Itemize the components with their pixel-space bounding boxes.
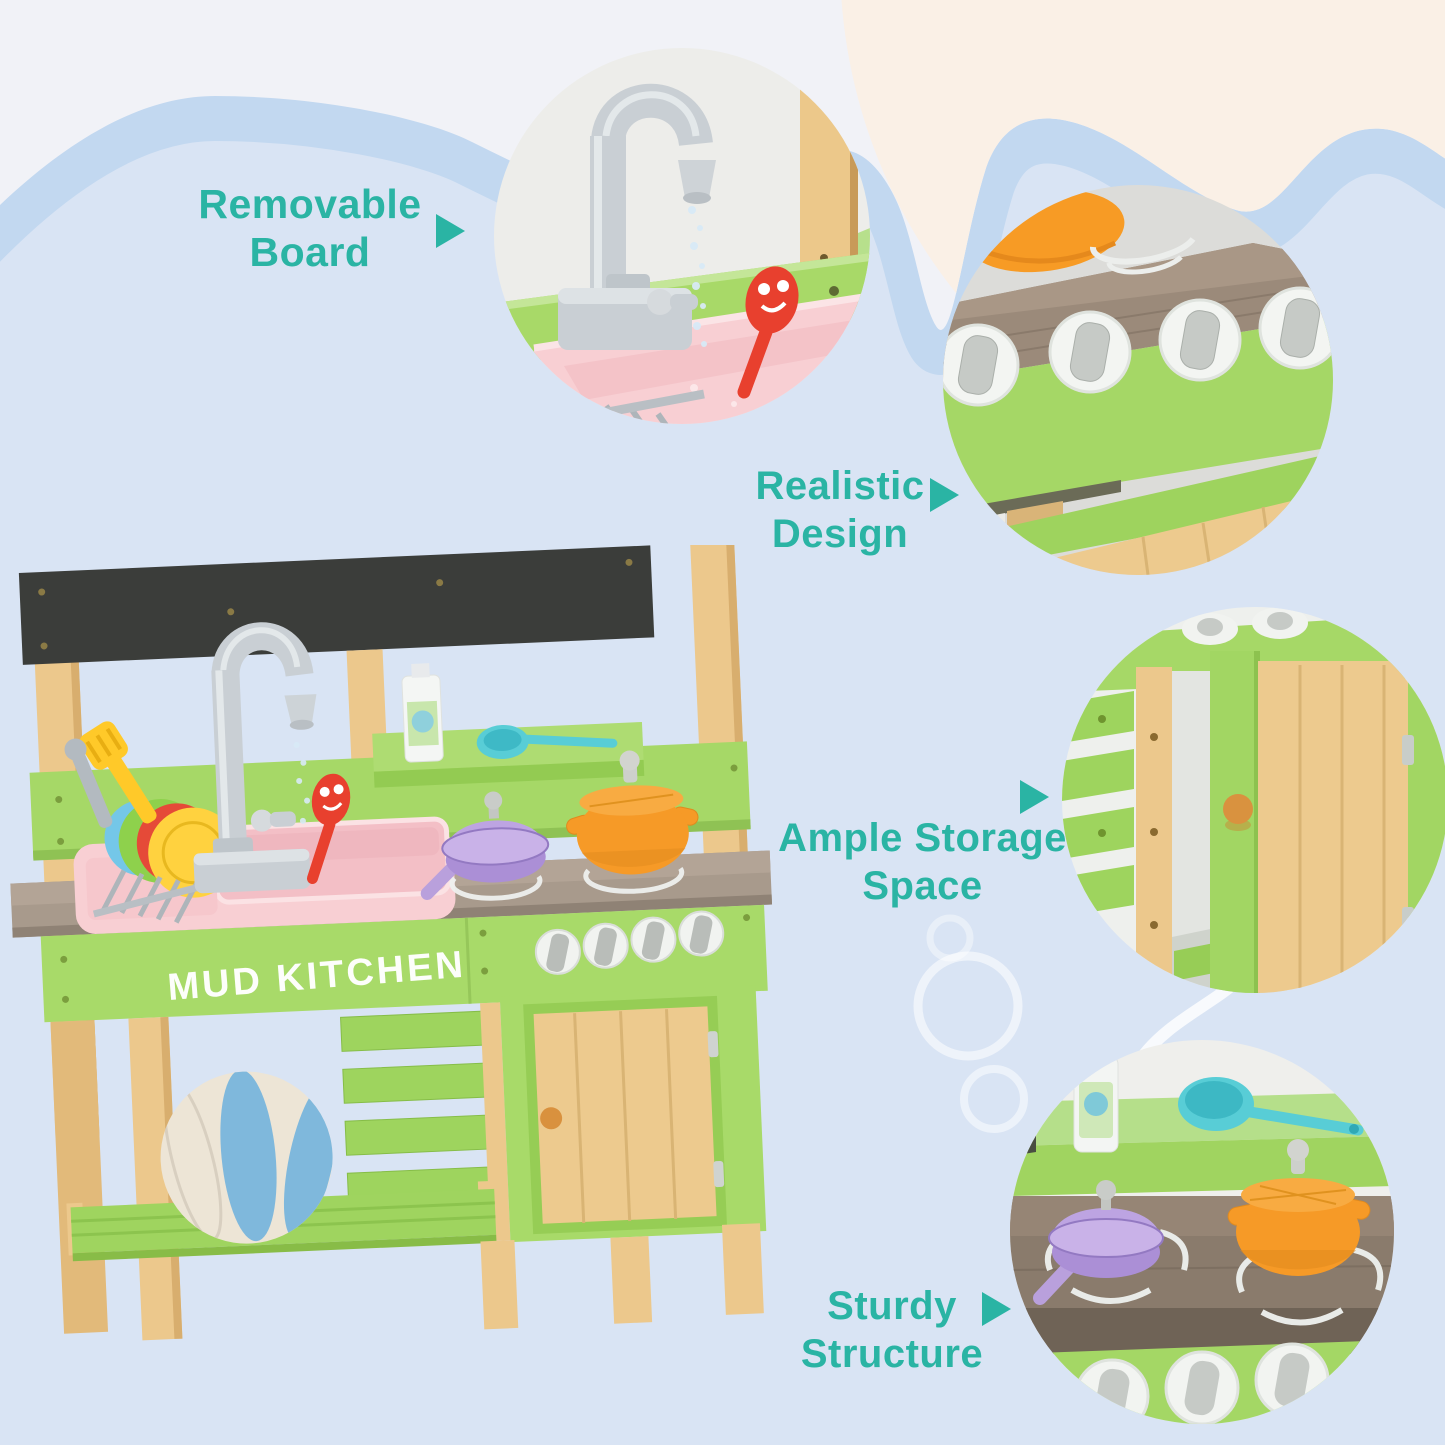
apron-knobs: [534, 910, 725, 975]
purple-pan: [1033, 1180, 1164, 1305]
apron-board: [943, 453, 1333, 575]
ladle: [476, 725, 618, 760]
arrow-right-icon: [436, 214, 465, 248]
label-line: Realistic: [755, 464, 925, 508]
burner-rings: [1090, 237, 1196, 275]
label-line: Removable: [198, 181, 422, 227]
label-sturdy-structure: Sturdy Structure: [742, 1282, 1042, 1378]
arrow-right-icon: [930, 478, 959, 512]
under-frame: [50, 1016, 183, 1341]
arrow-right-icon: [1020, 780, 1049, 814]
orange-pot: [566, 750, 699, 875]
chalkboard: [18, 545, 655, 665]
smiley-spoon: [306, 773, 351, 884]
smiley-spoon: [737, 266, 799, 399]
spatula: [79, 721, 157, 824]
faucet: [193, 622, 317, 894]
label-line: Sturdy: [827, 1284, 957, 1328]
water-drops: [688, 206, 707, 347]
faucet: [558, 83, 716, 350]
label-realistic-design: Realistic Design: [690, 462, 990, 558]
label-line: Structure: [800, 1332, 984, 1376]
callout-photo-sturdy-structure: [1010, 1040, 1394, 1424]
orange-pot: [1227, 1139, 1371, 1276]
label-ample-storage-space: Ample Storage Space: [745, 814, 1100, 910]
door-knob: [540, 1107, 563, 1130]
label-line: Ample Storage: [778, 816, 1067, 860]
detergent-bottle: [401, 663, 444, 763]
cabinet: [499, 985, 767, 1243]
purple-pan: [420, 791, 550, 900]
ladle: [1178, 1077, 1364, 1136]
burner-rings: [449, 866, 685, 901]
label-line: Design: [771, 512, 909, 556]
callout-photo-realistic-design: [943, 185, 1333, 575]
arrow-right-icon: [982, 1292, 1011, 1326]
callout-photo-removable-board: [494, 48, 870, 424]
callout-photo-ample-storage: [1062, 607, 1445, 993]
label-line: Space: [862, 864, 983, 908]
cabinet-door-open: [1210, 651, 1445, 993]
legs: [480, 1223, 764, 1330]
product-photo-mud-kitchen: MUD KITCHEN: [10, 545, 773, 1341]
stove-knobs: [943, 286, 1333, 407]
label-removable-board: Removable Board: [140, 180, 480, 276]
gray-utensil: [64, 738, 113, 828]
label-line: Board: [249, 229, 371, 275]
door-knob: [1223, 794, 1253, 824]
play-ball: [160, 1069, 337, 1244]
knob-panel: [943, 317, 1333, 511]
